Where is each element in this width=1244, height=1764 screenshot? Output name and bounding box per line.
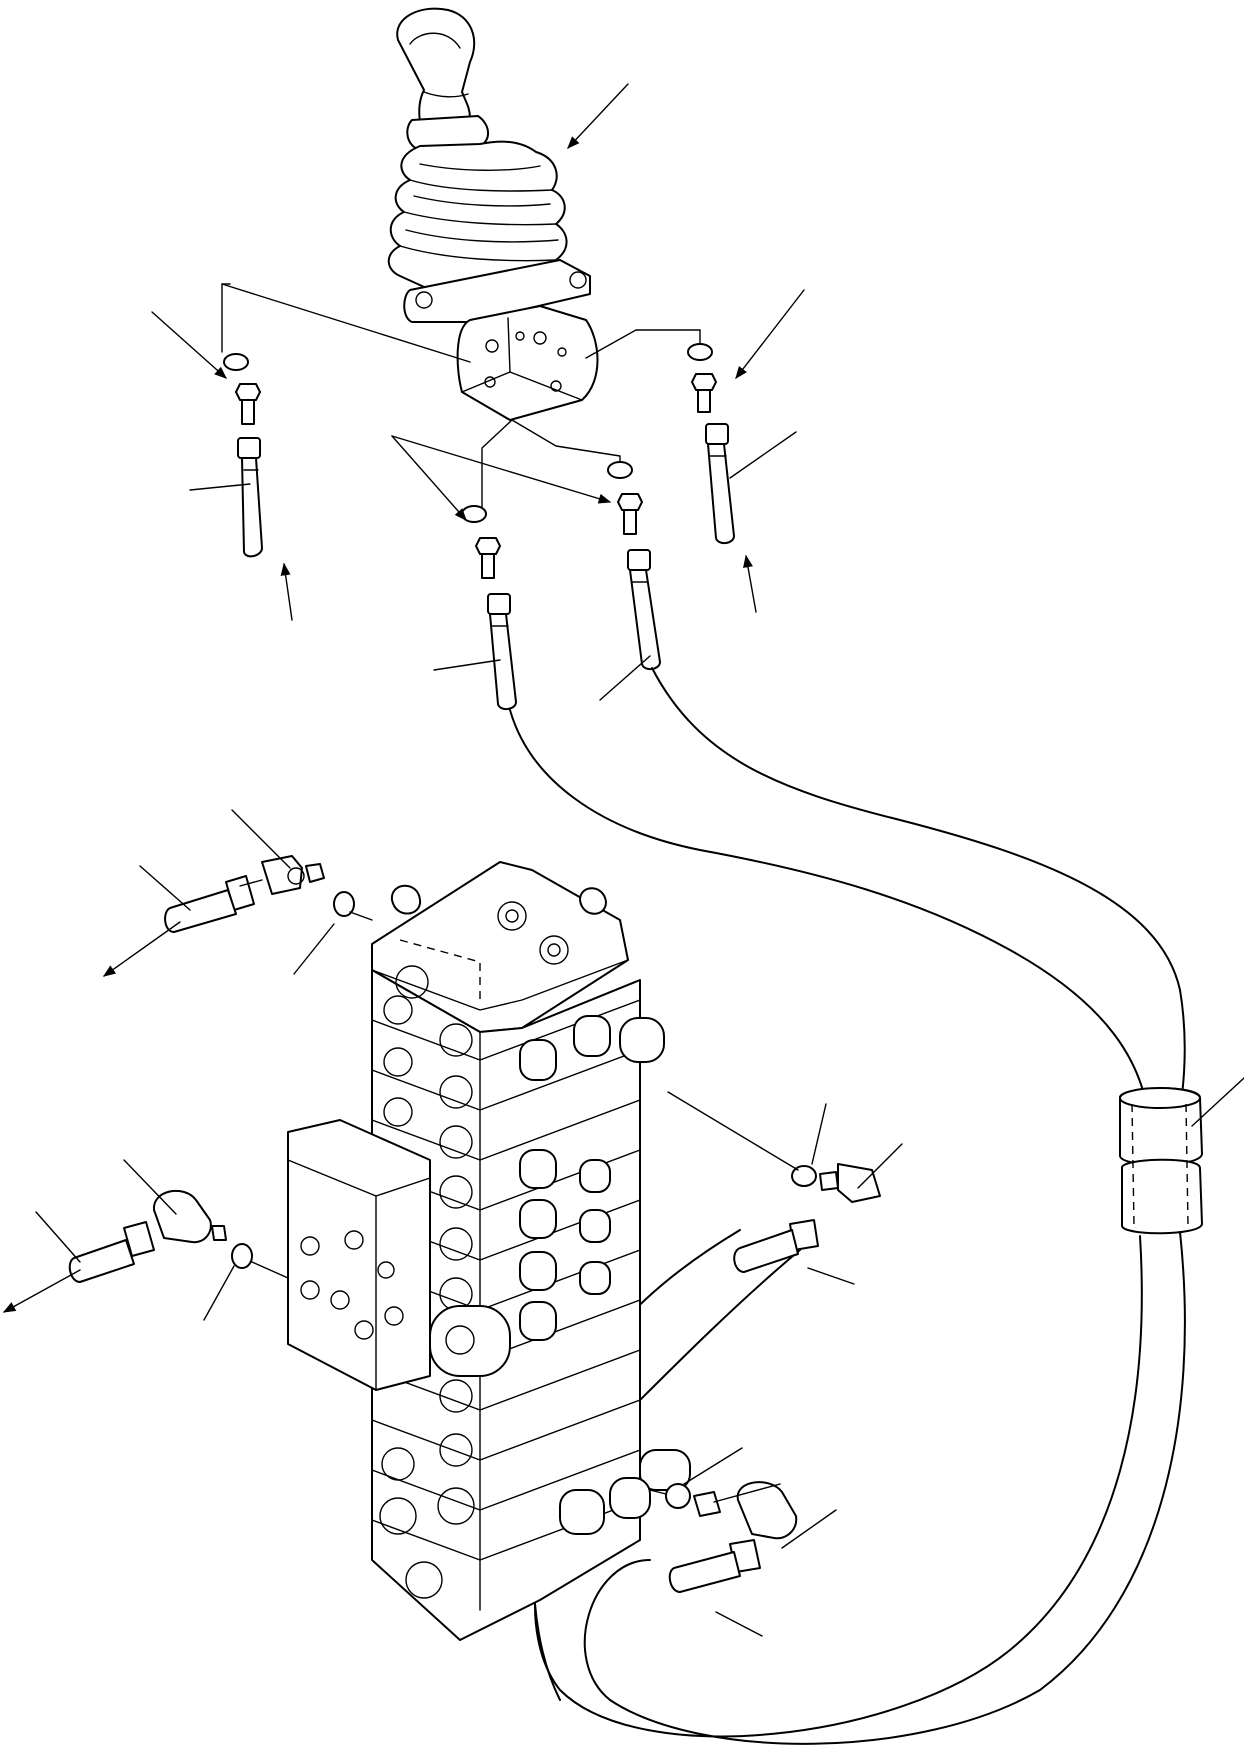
- valve-side-spools: [519, 1015, 691, 1535]
- adapter-fitting: [693, 1491, 721, 1517]
- elbow-fitting: [261, 855, 303, 895]
- fitting-group-left: [223, 353, 263, 558]
- hose-end: [629, 569, 661, 670]
- adapter-fitting: [235, 383, 261, 401]
- hose-clamp: [1119, 1087, 1203, 1235]
- hose-end: [707, 443, 735, 544]
- joystick-mount-plate: [403, 259, 591, 323]
- hose-end: [164, 889, 237, 933]
- valve-fitting-lower-left: [68, 1190, 289, 1283]
- fitting-group-right: [687, 343, 735, 544]
- pilot-hose-long: [509, 667, 1186, 1141]
- valve-fitting-right: [667, 1091, 881, 1273]
- valve-fitting-lower-right: [649, 1481, 798, 1593]
- o-ring: [223, 353, 249, 371]
- o-ring: [607, 461, 633, 479]
- callout-leaders: [35, 431, 1244, 1637]
- control-valve-block: [287, 861, 691, 1641]
- lifting-eye: [579, 887, 607, 915]
- port-leader-lines: [221, 283, 701, 513]
- valve-side-block: [287, 1119, 511, 1391]
- o-ring: [333, 891, 355, 917]
- hose-nut: [627, 549, 651, 571]
- valve-face-ports: [379, 965, 475, 1599]
- hose-nut: [123, 1221, 155, 1257]
- elbow-fitting: [837, 1163, 881, 1203]
- o-ring: [687, 343, 713, 361]
- hose-end: [241, 457, 263, 558]
- o-ring: [665, 1483, 691, 1509]
- hose-end: [68, 1239, 135, 1283]
- joystick-lever: [396, 7, 489, 151]
- elbow-fitting: [736, 1481, 798, 1540]
- elbow-fitting: [152, 1190, 212, 1244]
- adapter-fitting: [691, 373, 717, 391]
- hose-nut: [487, 593, 511, 615]
- lifting-eye: [390, 884, 422, 915]
- hose-end: [733, 1229, 799, 1273]
- fitting-group-center-left: [461, 505, 517, 710]
- o-ring: [231, 1243, 253, 1269]
- callout-arrows: [2, 83, 805, 1313]
- hose-nut: [237, 437, 261, 459]
- fitting-group-center-right: [607, 461, 661, 670]
- valve-fitting-upper-left: [164, 855, 373, 933]
- adapter-fitting: [617, 493, 643, 511]
- adapter-fitting: [475, 537, 501, 555]
- o-ring: [791, 1165, 817, 1187]
- hose-end: [489, 613, 517, 710]
- hose-nut: [705, 423, 729, 445]
- hose-end: [668, 1551, 741, 1593]
- ppc-valve-body: [456, 305, 599, 421]
